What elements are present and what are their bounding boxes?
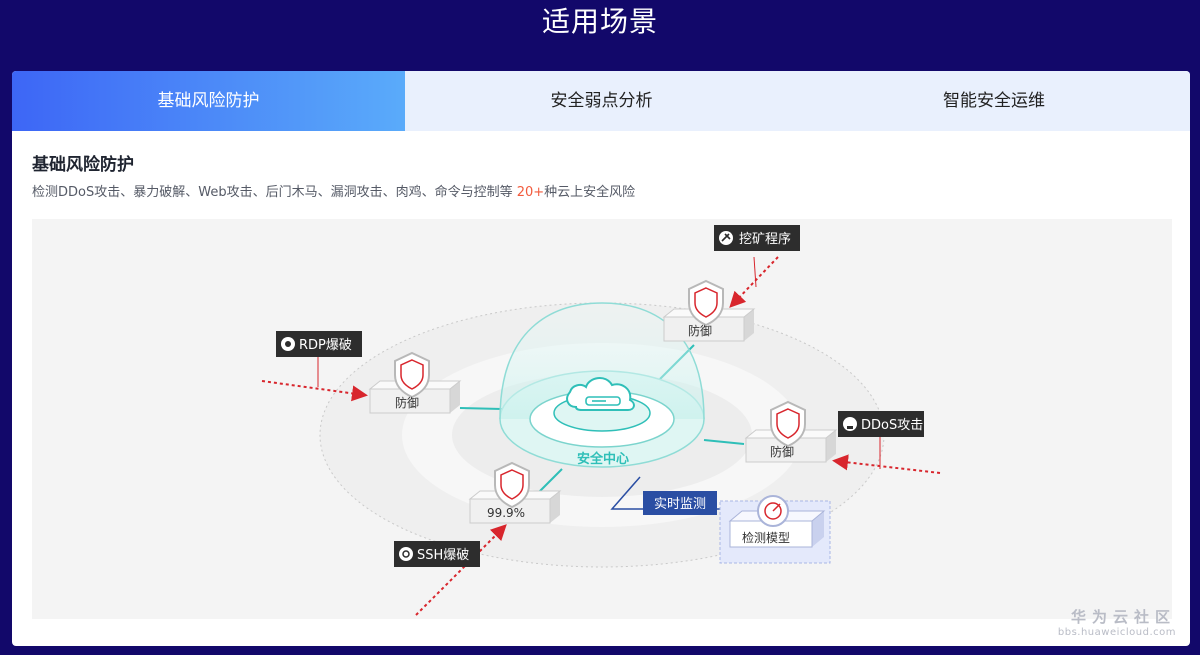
- threat-label: SSH爆破: [417, 548, 469, 563]
- defense-node-label: 99.9%: [487, 506, 525, 520]
- threat-rdp: RDP爆破: [261, 331, 368, 402]
- threat-label: RDP爆破: [299, 338, 352, 353]
- threat-mining: 挖矿程序: [714, 225, 800, 308]
- biohazard-icon: [399, 547, 413, 561]
- monitor-tag: [643, 491, 717, 515]
- page-title: 适用场景: [541, 5, 658, 38]
- radar-icon-needle: [772, 503, 781, 512]
- bug-icon-glyph: [285, 341, 291, 347]
- description-suffix: 种云上安全风险: [544, 185, 636, 200]
- skull-icon: [843, 417, 857, 431]
- defense-node-top: 防御: [662, 280, 756, 342]
- scenario-tabs: 基础风险防护 安全弱点分析 智能安全运维: [12, 71, 1190, 131]
- description-text: 检测DDoS攻击、暴力破解、Web攻击、后门木马、漏洞攻击、肉鸡、命令与控制等: [32, 185, 517, 200]
- monitor-label: 实时监测: [654, 497, 706, 512]
- connector-right: [703, 439, 745, 445]
- miner-icon-glyph: [721, 233, 731, 242]
- detection-model-node: 检测模型: [719, 495, 831, 564]
- watermark-brand: 华为云社区: [1070, 608, 1176, 626]
- section-heading: 基础风险防护: [32, 155, 134, 175]
- tab-basic-risk-protection[interactable]: 基础风险防护: [12, 71, 405, 131]
- scenario-panel: 基础风险防护 安全弱点分析 智能安全运维 基础风险防护 检测DDoS攻击、暴力破…: [12, 71, 1190, 646]
- defense-node-bottom: 99.9%: [468, 462, 562, 524]
- threat-label: DDoS攻击: [861, 418, 923, 433]
- defense-node-label: 防御: [770, 444, 794, 459]
- tab-security-weakness-analysis[interactable]: 安全弱点分析: [405, 71, 798, 131]
- description-highlight: 20+: [516, 185, 545, 200]
- threat-ssh: SSH爆破: [394, 524, 507, 616]
- center-label: 安全中心: [577, 451, 629, 467]
- defense-node-left: 防御: [368, 352, 462, 414]
- radar-icon-ring: [764, 502, 782, 520]
- cloud-server-icon: [566, 377, 635, 411]
- connector-left: [459, 407, 503, 410]
- defense-node-label: 防御: [688, 323, 712, 338]
- threat-label: 挖矿程序: [739, 232, 791, 247]
- biohazard-icon-glyph: [402, 550, 410, 558]
- defense-node-right: 防御: [744, 401, 838, 463]
- threat-ddos: DDoS攻击: [832, 411, 941, 474]
- connector-bottom: [537, 468, 563, 494]
- security-diagram: 安全中心 防御 防御: [32, 219, 1172, 619]
- watermark: 华为云社区 bbs.huaweicloud.com: [1058, 606, 1176, 638]
- model-label: 检测模型: [742, 530, 790, 545]
- tab-intelligent-security-ops[interactable]: 智能安全运维: [798, 71, 1190, 131]
- diagram-canvas: 安全中心 防御 防御: [261, 225, 941, 616]
- security-dome: [499, 302, 705, 420]
- section-description: 检测DDoS攻击、暴力破解、Web攻击、后门木马、漏洞攻击、肉鸡、命令与控制等 …: [32, 181, 635, 200]
- watermark-url: bbs.huaweicloud.com: [1057, 627, 1176, 638]
- skull-icon-glyph: [847, 426, 853, 429]
- defense-node-label: 防御: [395, 395, 419, 410]
